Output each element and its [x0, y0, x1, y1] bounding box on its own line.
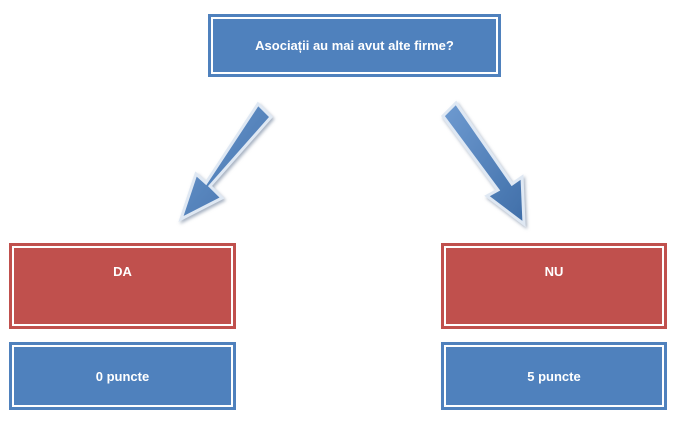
answer-nu-label: NU: [544, 264, 564, 279]
points-box-nu: 5 puncte: [441, 342, 667, 410]
question-text: Asociații au mai avut alte firme?: [255, 38, 454, 53]
arrow-to-da: [178, 101, 274, 223]
points-box-da: 0 puncte: [9, 342, 236, 410]
points-da-label: 0 puncte: [95, 368, 150, 384]
points-nu-label: 5 puncte: [527, 368, 581, 384]
answer-box-da: DA: [9, 243, 236, 329]
answer-da-label: DA: [113, 264, 132, 279]
question-box: Asociații au mai avut alte firme?: [208, 14, 501, 77]
arrow-to-nu: [441, 100, 526, 228]
answer-box-nu: NU: [441, 243, 667, 329]
